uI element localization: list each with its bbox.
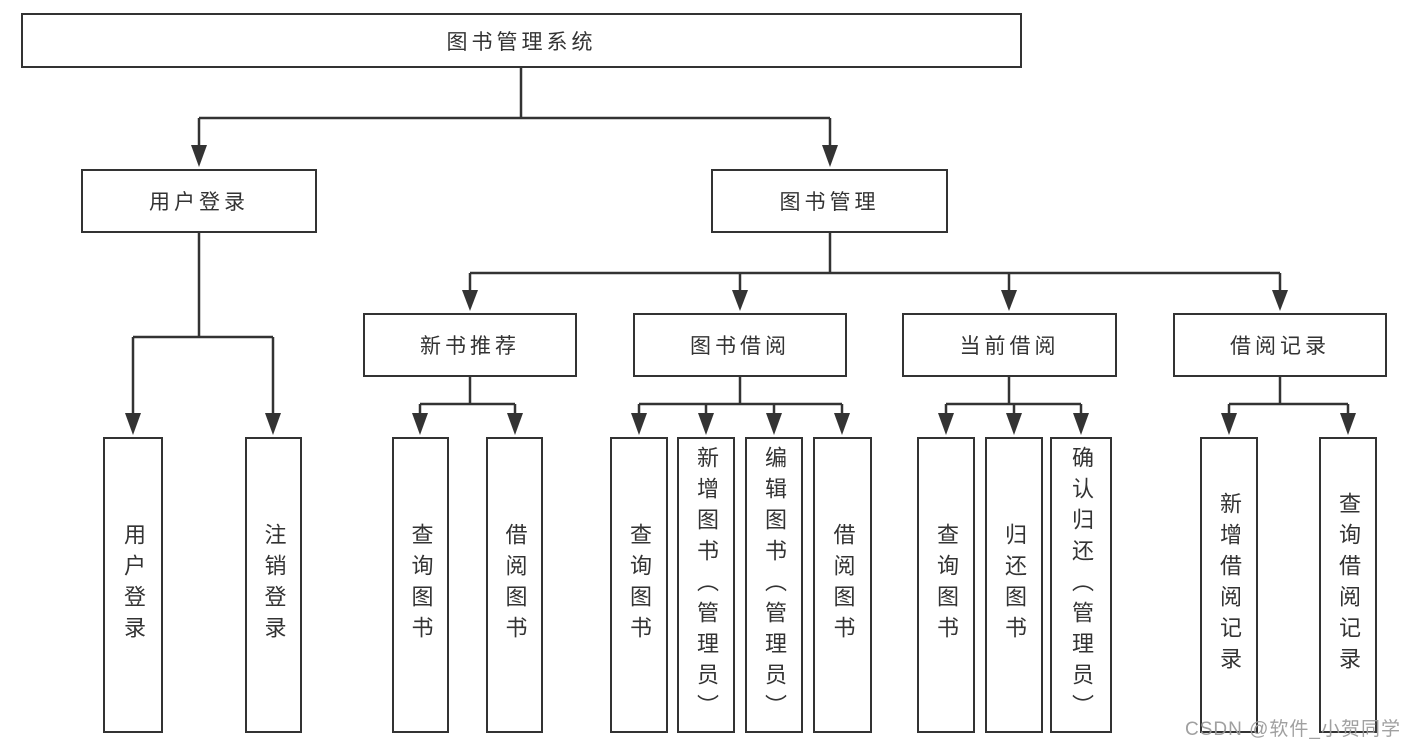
node-user-login: 用户登录 <box>81 169 317 233</box>
leaf-label: 编辑图书（管理员） <box>762 445 787 725</box>
leaf-label: 借阅图书 <box>502 523 528 647</box>
node-book-management: 图书管理 <box>711 169 948 233</box>
leaf-borrow-books-recommend: 借阅图书 <box>486 437 543 733</box>
leaf-label: 新增图书（管理员） <box>694 445 719 725</box>
node-book-borrowing: 图书借阅 <box>633 313 847 377</box>
node-current-borrowing: 当前借阅 <box>902 313 1117 377</box>
leaf-label: 新增借阅记录 <box>1217 492 1242 678</box>
leaf-logout: 注销登录 <box>245 437 302 733</box>
csdn-watermark: CSDN @软件_小贺同学 <box>1185 719 1401 740</box>
leaf-query-books-current: 查询图书 <box>917 437 975 733</box>
leaf-label: 注销登录 <box>261 523 287 647</box>
leaf-query-books-recommend: 查询图书 <box>392 437 449 733</box>
leaf-label: 查询图书 <box>627 523 652 647</box>
leaf-label: 用户登录 <box>121 523 146 647</box>
leaf-label: 归还图书 <box>1002 523 1027 647</box>
node-new-book-recommend: 新书推荐 <box>363 313 577 377</box>
leaf-return-books: 归还图书 <box>985 437 1043 733</box>
leaf-label: 查询借阅记录 <box>1336 492 1361 678</box>
leaf-query-borrow-record: 查询借阅记录 <box>1319 437 1377 733</box>
leaf-edit-books-admin: 编辑图书（管理员） <box>745 437 803 733</box>
leaf-label: 借阅图书 <box>830 523 856 647</box>
leaf-user-login: 用户登录 <box>103 437 163 733</box>
arrowhead-icons <box>125 145 1356 435</box>
node-borrow-records: 借阅记录 <box>1173 313 1387 377</box>
leaf-label: 确认归还（管理员） <box>1069 445 1094 725</box>
leaf-query-books-borrowing: 查询图书 <box>610 437 668 733</box>
leaf-add-borrow-record: 新增借阅记录 <box>1200 437 1258 733</box>
leaf-add-books-admin: 新增图书（管理员） <box>677 437 735 733</box>
leaf-label: 查询图书 <box>408 523 434 647</box>
leaf-borrow-books-borrowing: 借阅图书 <box>813 437 872 733</box>
leaf-confirm-return-admin: 确认归还（管理员） <box>1050 437 1112 733</box>
leaf-label: 查询图书 <box>934 523 959 647</box>
root-node-library-system: 图书管理系统 <box>21 13 1022 68</box>
